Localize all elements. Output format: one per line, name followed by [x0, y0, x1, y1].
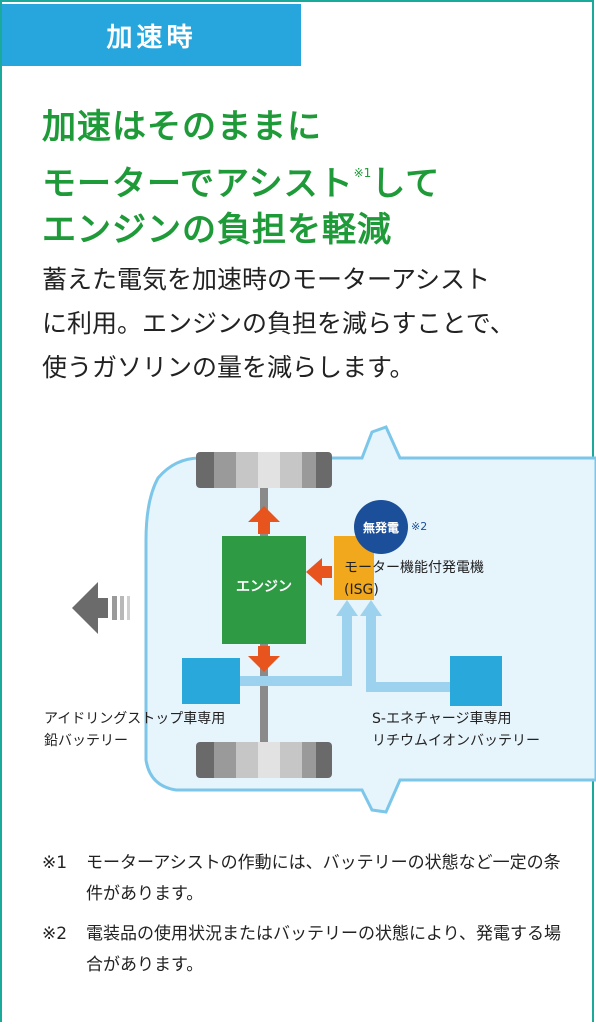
assist-arrows — [248, 506, 332, 672]
section-tab-label: 加速時 — [106, 22, 197, 53]
isg-label: モーター機能付発電機 (ISG) — [344, 557, 484, 601]
headline-line-2-main: モーターでアシスト — [42, 164, 354, 204]
description-line-3: 使うガソリンの量を減らします。 — [42, 353, 415, 382]
lithium-battery-label: S-エネチャージ車専用 リチウムイオンバッテリー — [372, 708, 540, 752]
footnote-1-mark: ※1 — [42, 853, 68, 873]
no-generation-badge: 無発電 — [354, 500, 408, 554]
direction-arrow — [72, 582, 130, 634]
footnote-1-text: モーターアシストの作動には、バッテリーの状態など一定の条件があります。 — [86, 853, 561, 904]
lead-battery-label-line-1: アイドリングストップ車専用 — [44, 711, 226, 727]
headline-line-2: モーターでアシスト※1して — [42, 150, 440, 207]
footnote-2-text: 電装品の使用状況またはバッテリーの状態により、発電する場合があります。 — [86, 924, 561, 975]
footnote-2: ※2 電装品の使用状況またはバッテリーの状態により、発電する場合があります。 — [42, 919, 572, 981]
lead-battery-label: アイドリングストップ車専用 鉛バッテリー — [44, 708, 225, 752]
headline-line-2-tail: して — [371, 164, 441, 204]
lithium-battery-block — [450, 656, 502, 706]
headline-line-3: エンジンの負担を軽減 — [42, 210, 392, 250]
description: 蓄えた電気を加速時のモーターアシスト に利用。エンジンの負担を減らすことで、 使… — [42, 258, 572, 390]
headline-footnote-mark: ※1 — [353, 166, 372, 180]
lithium-battery-label-line-2: リチウムイオンバッテリー — [372, 733, 540, 749]
front-wheel — [196, 452, 332, 488]
section-tab: 加速時 — [2, 4, 301, 66]
lead-battery-block — [182, 658, 240, 704]
no-generation-badge-label: 無発電 — [362, 520, 399, 535]
lithium-battery-label-line-1: S-エネチャージ車専用 — [372, 711, 512, 727]
rear-wheel — [196, 742, 332, 778]
isg-label-line-2: (ISG) — [344, 582, 379, 598]
description-line-2: に利用。エンジンの負担を減らすことで、 — [42, 309, 515, 338]
assist-diagram — [72, 425, 596, 814]
description-line-1: 蓄えた電気を加速時のモーターアシスト — [42, 265, 491, 294]
footnote-1: ※1 モーターアシストの作動には、バッテリーの状態など一定の条件があります。 — [42, 848, 572, 910]
no-generation-footnote-mark: ※2 — [411, 520, 428, 533]
engine-label: エンジン — [236, 579, 292, 595]
headline: 加速はそのままに モーターでアシスト※1して エンジンの負担を軽減 — [42, 104, 440, 253]
engine-block — [222, 536, 306, 644]
headline-line-1: 加速はそのままに — [42, 107, 322, 147]
power-flow-lines — [240, 600, 456, 692]
footnotes: ※1 モーターアシストの作動には、バッテリーの状態など一定の条件があります。 ※… — [42, 848, 572, 990]
lead-battery-label-line-2: 鉛バッテリー — [44, 733, 128, 749]
footnote-2-mark: ※2 — [42, 924, 68, 944]
isg-label-line-1: モーター機能付発電機 — [344, 560, 484, 576]
